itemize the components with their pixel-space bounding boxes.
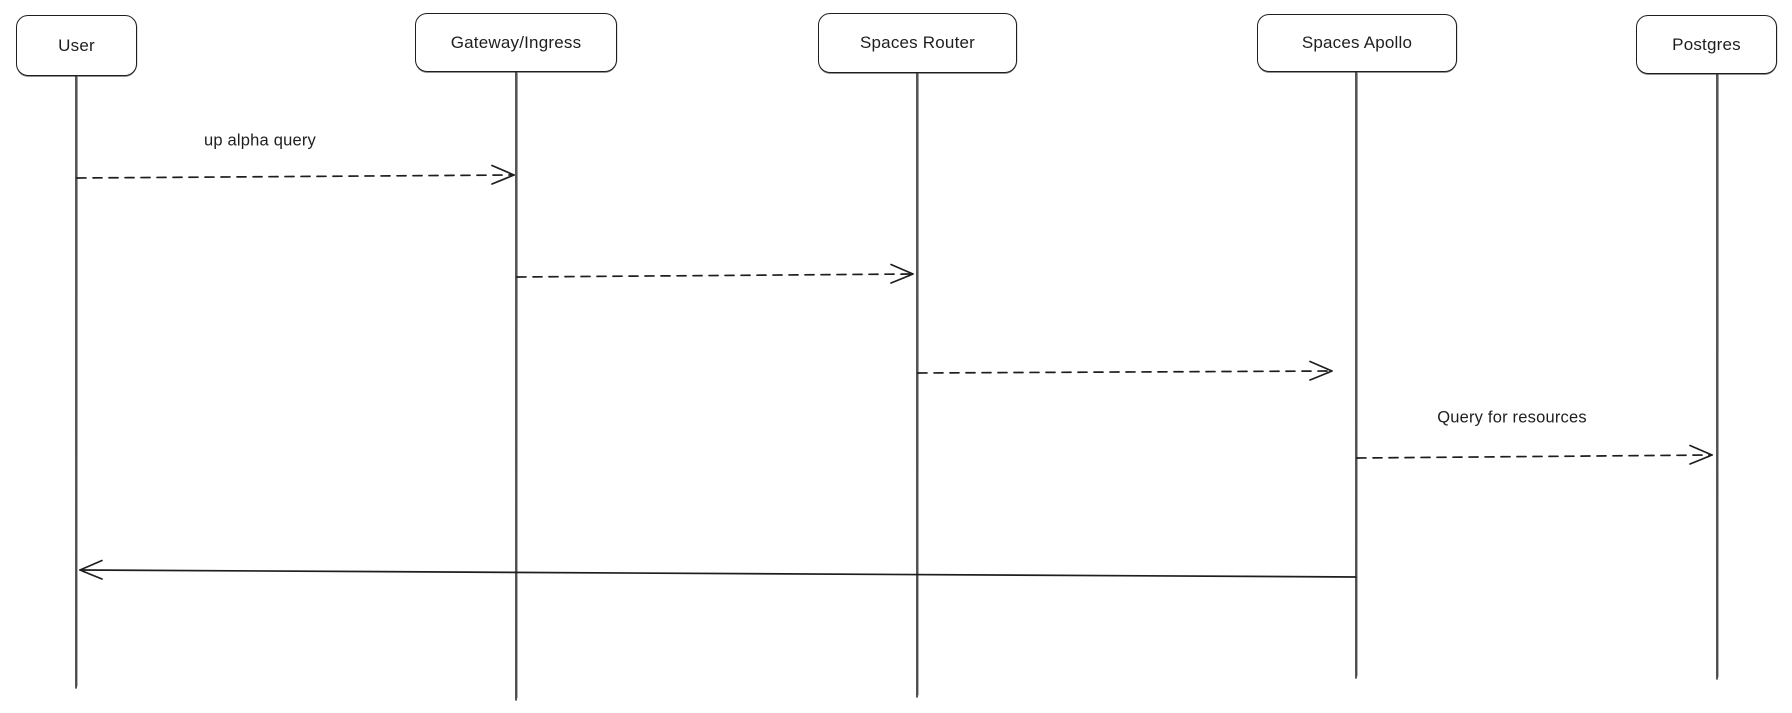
actor-label-spaces-apollo: Spaces Apollo bbox=[1301, 33, 1413, 52]
actor-label-gateway-ingress: Gateway/Ingress bbox=[450, 32, 582, 52]
actor-label-spaces-router: Spaces Router bbox=[859, 33, 976, 52]
message-line-spaces-apollo-to-postgres bbox=[1356, 454, 1713, 459]
message-label-up-alpha-query: up alpha query bbox=[204, 131, 316, 150]
arrow-head-user bbox=[79, 559, 103, 580]
actor-box-gateway-ingress: Gateway/Ingress bbox=[415, 13, 617, 72]
actor-box-postgres: Postgres bbox=[1636, 15, 1777, 74]
actor-box-spaces-apollo: Spaces Apollo bbox=[1257, 14, 1457, 72]
arrow-head-spaces-apollo bbox=[1309, 360, 1333, 381]
actor-box-spaces-router: Spaces Router bbox=[818, 13, 1017, 73]
arrow-head-postgres bbox=[1689, 444, 1713, 465]
arrow-head-spaces-router bbox=[890, 263, 914, 284]
arrow-head-gateway bbox=[491, 164, 515, 185]
message-label-query-for-resources: Query for resources bbox=[1437, 408, 1587, 427]
actor-label-user: User bbox=[58, 35, 95, 55]
message-line-user-to-gateway bbox=[76, 174, 515, 179]
message-line-spaces-apollo-to-user bbox=[79, 569, 1357, 578]
actor-label-postgres: Postgres bbox=[1672, 34, 1741, 54]
actor-box-user: User bbox=[16, 15, 137, 76]
message-line-gateway-to-spaces-router bbox=[516, 273, 914, 278]
message-line-spaces-router-to-spaces-apollo bbox=[917, 370, 1333, 374]
